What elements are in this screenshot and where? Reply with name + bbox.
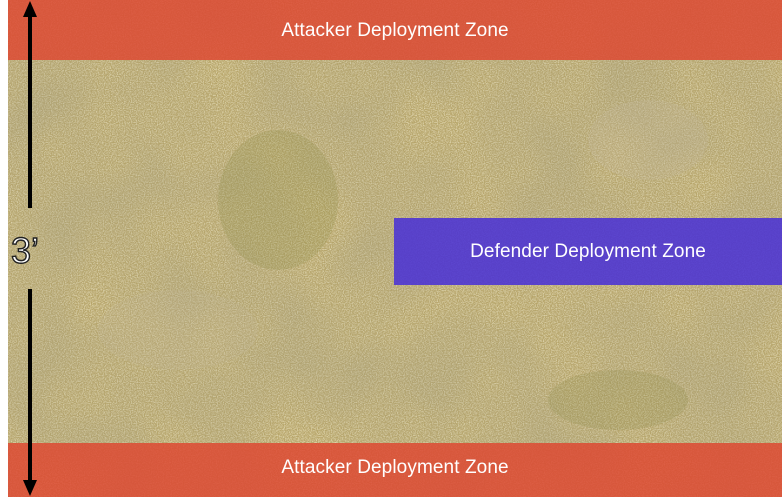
attacker-deployment-zone-bottom[interactable]: Attacker Deployment Zone [8, 443, 782, 497]
zone-label: Attacker Deployment Zone [281, 20, 509, 41]
zone-label: Defender Deployment Zone [470, 240, 706, 262]
double-arrow-vertical-icon [23, 1, 37, 496]
zone-label: Attacker Deployment Zone [281, 457, 509, 478]
terrain-field: Attacker Deployment Zone Defender Deploy… [8, 0, 782, 497]
measurement-label: 3’ [10, 229, 40, 271]
board-depth-measurement: 3’ [0, 0, 60, 497]
defender-deployment-zone[interactable]: Defender Deployment Zone [394, 218, 782, 285]
attacker-deployment-zone-top[interactable]: Attacker Deployment Zone [8, 0, 782, 60]
